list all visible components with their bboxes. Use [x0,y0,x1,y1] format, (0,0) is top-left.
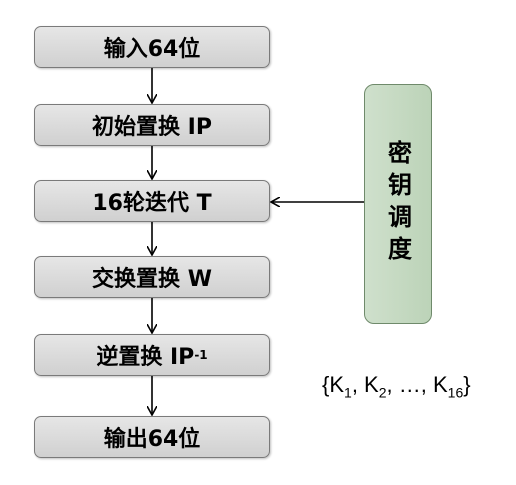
step-label: 交换置换 W [92,267,212,292]
step-label: 初始置换 IP [92,115,212,140]
subkeys-close: } [463,372,471,397]
key-schedule-box: 密钥调度 [364,84,432,324]
step-initial-permutation: 初始置换 IP [34,104,270,146]
subkeys-sep-1: , K [351,372,379,397]
subkeys-sep-2: , …, K [386,372,448,397]
subkeys-open: {K [322,372,345,397]
subkeys-set: {K1, K2, …, K16} [322,372,471,400]
step-superscript: -1 [194,348,208,362]
step-label: 逆置换 IP [96,345,195,370]
key-schedule-label: 密钥调度 [383,140,412,268]
step-label: 输出64位 [103,427,201,452]
step-output-64bit: 输出64位 [34,416,270,458]
step-inverse-permutation: 逆置换 IP-1 [34,334,270,376]
subkey-2-index: 2 [378,384,387,401]
step-16-rounds: 16轮迭代 T [34,180,270,222]
step-label: 16轮迭代 T [92,191,212,216]
subkey-16-index: 16 [447,384,464,401]
subkey-1-index: 1 [344,384,352,401]
step-input-64bit: 输入64位 [34,26,270,68]
step-label: 输入64位 [103,37,201,62]
step-swap-permutation: 交换置换 W [34,256,270,298]
